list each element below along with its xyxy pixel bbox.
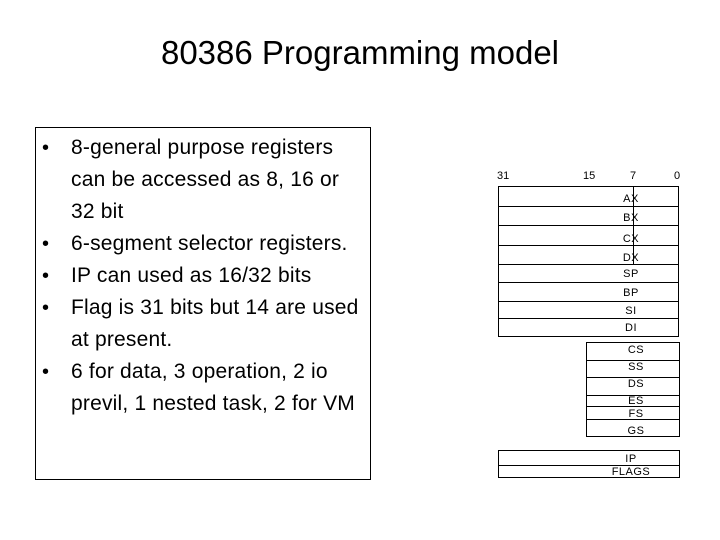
byte-divider [633, 207, 634, 225]
bullet-text: 8-general purpose registers can be acces… [71, 136, 340, 223]
register-row-flags [498, 465, 680, 478]
register-label-bp: BP [623, 287, 639, 299]
byte-divider [633, 187, 634, 206]
bullet-icon: • [42, 137, 50, 159]
bullet-text: 6-segment selector registers. [71, 232, 348, 255]
bullet-text: IP can used as 16/32 bits [71, 264, 312, 287]
bullet-text: Flag is 31 bits but 14 are used at prese… [71, 296, 359, 351]
bullet-icon: • [42, 265, 50, 287]
register-label-di: DI [625, 322, 637, 334]
register-label-fs: FS [628, 408, 644, 420]
register-label-sp: SP [623, 268, 639, 280]
bit-label-15: 15 [583, 170, 596, 182]
bullet-icon: • [42, 297, 50, 319]
register-label-ip: IP [625, 453, 637, 465]
register-label-flags: FLAGS [611, 466, 651, 478]
register-row-di [498, 318, 679, 337]
bullet-icon: • [42, 233, 50, 255]
bullet-box: • 8-general purpose registers can be acce… [35, 127, 371, 480]
bullet-item: • 6-segment selector registers. [36, 228, 372, 260]
register-label-ds: DS [627, 378, 645, 390]
slide-title: 80386 Programming model [160, 34, 560, 71]
bit-label-31: 31 [497, 170, 510, 182]
register-label-bx: BX [623, 212, 639, 224]
register-label-cs: CS [627, 344, 645, 356]
bullet-item: • 8-general purpose registers can be acce… [36, 132, 372, 228]
register-label-cx: CX [622, 233, 640, 245]
bit-label-0: 0 [674, 170, 681, 182]
byte-divider [633, 226, 634, 245]
bullet-text: 6 for data, 3 operation, 2 io previl, 1 … [71, 360, 355, 415]
register-label-dx: DX [622, 252, 640, 264]
register-label-ax: AX [623, 193, 639, 205]
register-label-si: SI [625, 305, 637, 317]
register-label-ss: SS [628, 361, 644, 373]
bullet-item: • IP can used as 16/32 bits [36, 260, 372, 292]
bullet-list: • 8-general purpose registers can be acce… [36, 132, 372, 420]
byte-divider [633, 246, 634, 264]
bullet-icon: • [42, 361, 50, 383]
register-label-es: ES [628, 395, 644, 407]
bit-label-7: 7 [630, 170, 637, 182]
register-row-gs [586, 419, 680, 437]
bullet-item: • Flag is 31 bits but 14 are used at pres… [36, 292, 372, 356]
bullet-item: • 6 for data, 3 operation, 2 io previl, 1… [36, 356, 372, 420]
register-label-gs: GS [627, 425, 645, 437]
